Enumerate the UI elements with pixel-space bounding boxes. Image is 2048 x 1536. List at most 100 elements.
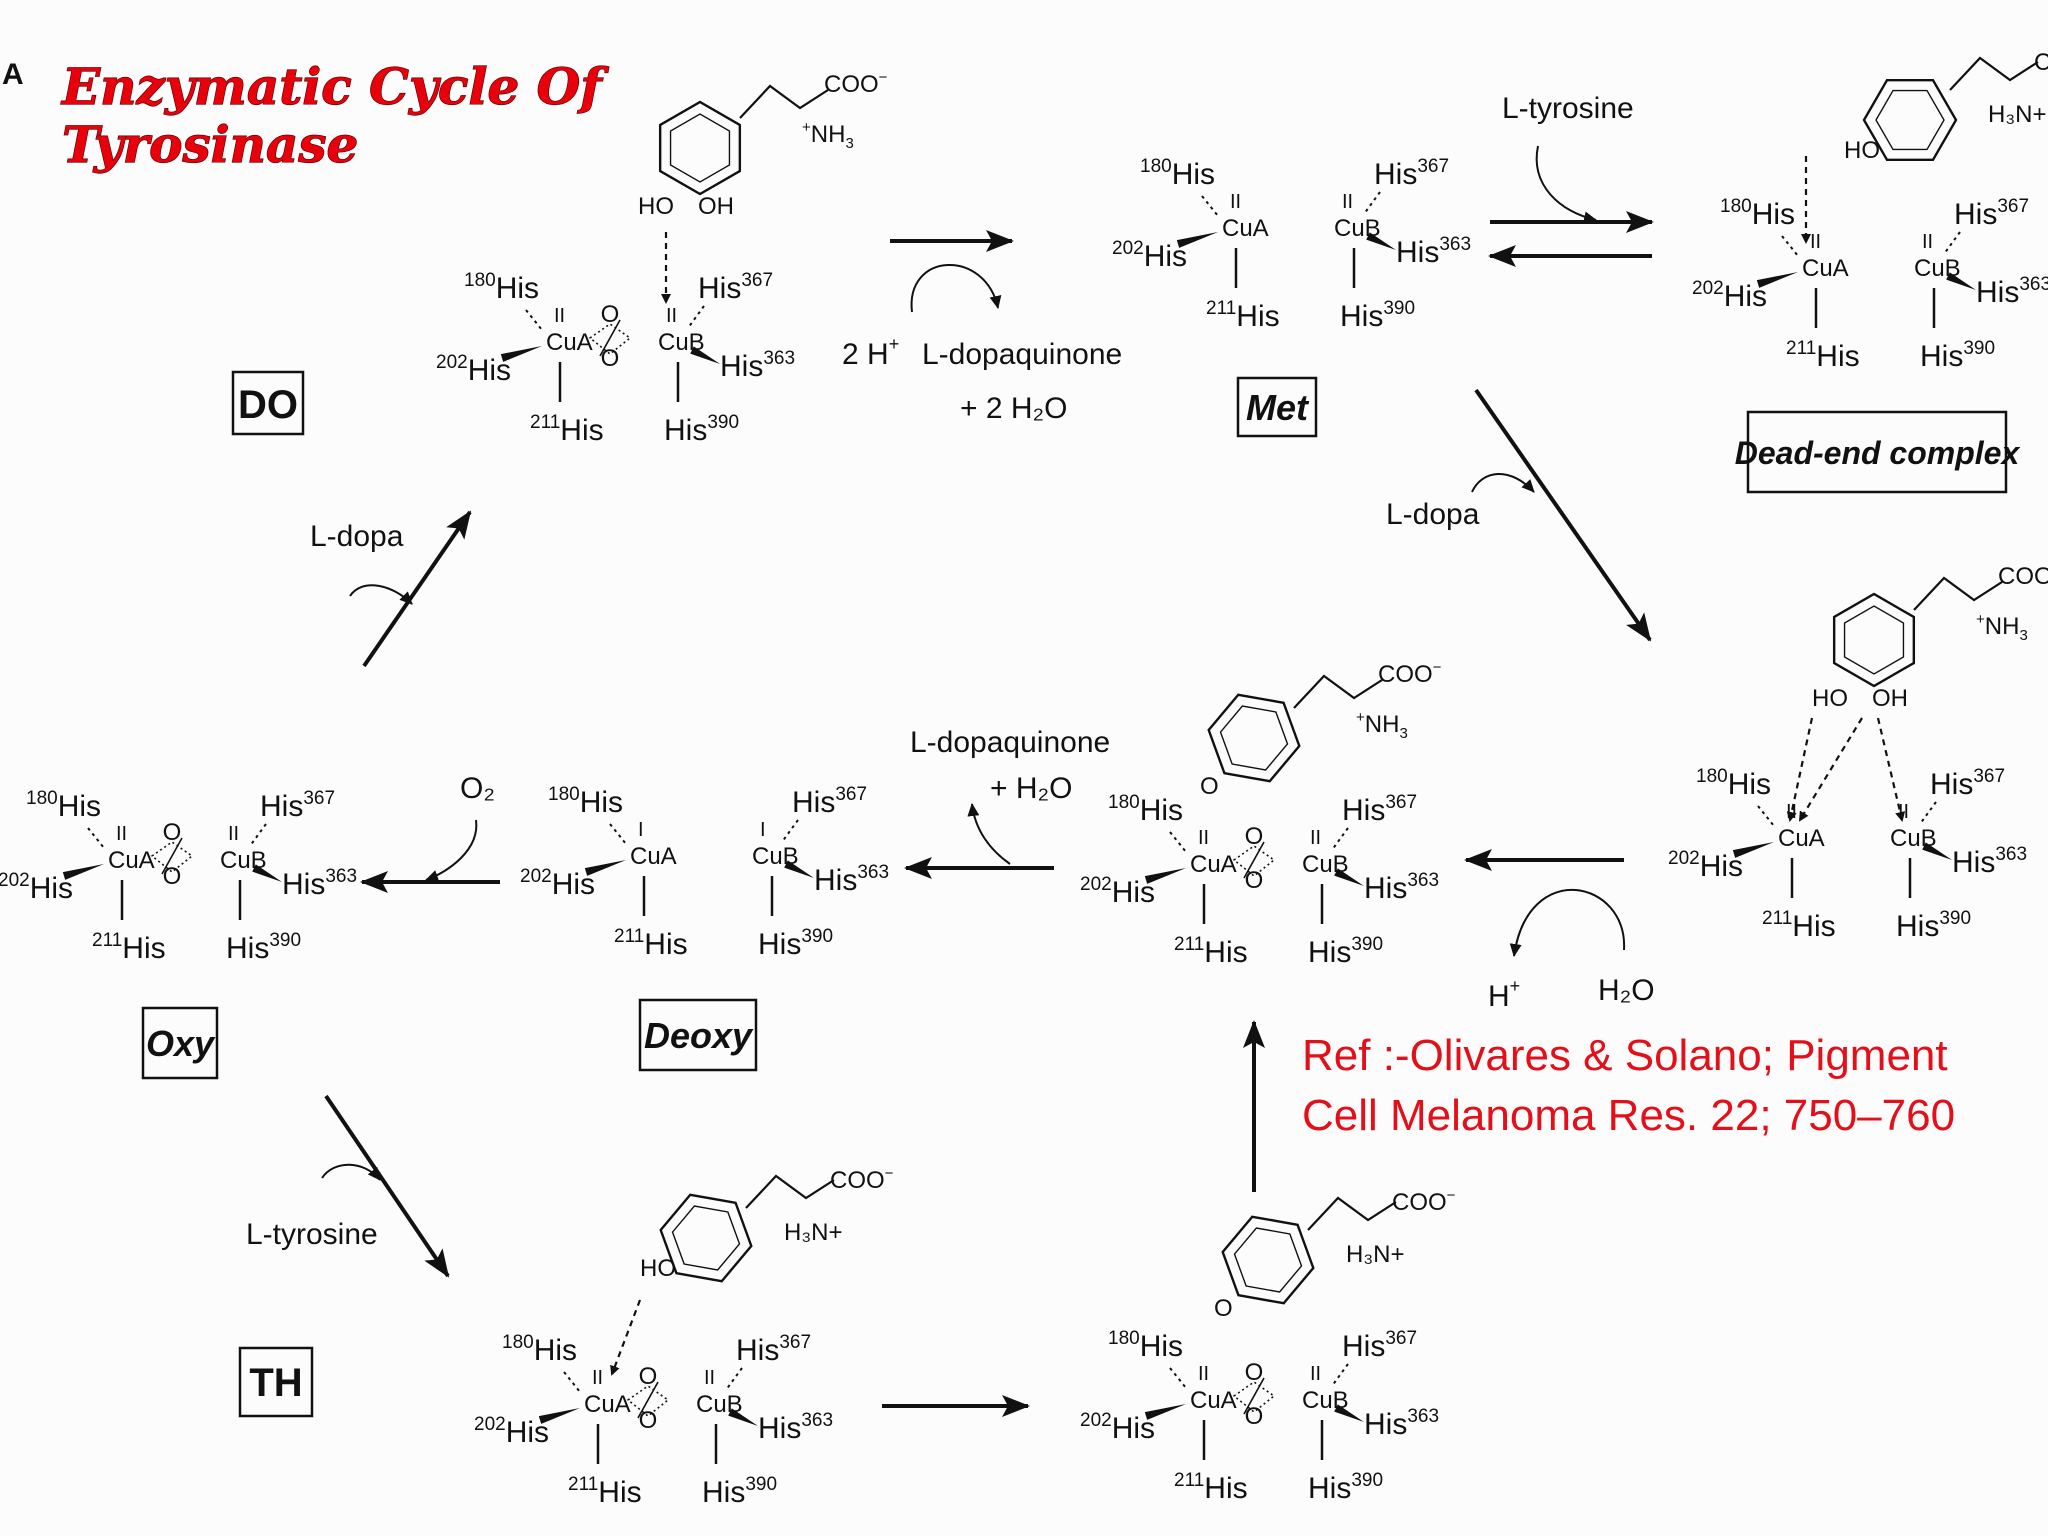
his202-label: 202His	[1112, 238, 1187, 273]
his180-label: 180His	[26, 788, 101, 823]
hydroxyl-2: OH	[1872, 685, 1908, 712]
carboxylate-label: COO−	[1392, 1187, 1456, 1216]
his180-label: 180His	[1140, 156, 1215, 191]
his202-label: 202His	[1080, 1410, 1155, 1445]
state-label-th: TH	[249, 1361, 302, 1405]
carboxylate-label: COO−	[1378, 659, 1442, 688]
cub-oxidation-state: II	[1342, 191, 1353, 213]
his211-label: 211His	[1762, 908, 1836, 943]
cub-oxidation-state: II	[228, 823, 239, 845]
phenolate-oxygen: O	[1214, 1295, 1233, 1322]
cua-label: CuA	[108, 847, 155, 874]
his202-label: 202His	[1692, 278, 1767, 313]
his390-label: His390	[664, 412, 739, 447]
hydroxyl-1: HO	[638, 193, 674, 220]
his202-label: 202His	[474, 1414, 549, 1449]
hydroxyl: HO	[640, 1255, 676, 1282]
his202-label: 202His	[1668, 848, 1743, 883]
substrate-coordination-lines	[610, 156, 1906, 1376]
arrow-oxy-to-do	[362, 510, 472, 668]
reagent-l-dopaquinone: L-dopaquinone	[922, 338, 1122, 371]
his211-label: 211His	[1174, 934, 1248, 969]
carboxylate-label: COO−	[2034, 47, 2048, 76]
reagent-plus-h2o: + H₂O	[990, 772, 1073, 805]
title-line-1: Enzymatic Cycle Of	[60, 57, 609, 116]
reagent-l-dopa-right: L-dopa	[1386, 498, 1480, 531]
cua-oxidation-state: I	[638, 819, 644, 841]
his363-label: His363	[1976, 274, 2048, 309]
carboxylate-label: COO−	[1998, 561, 2048, 590]
his363-label: His363	[1364, 1406, 1439, 1441]
his363-label: His363	[1952, 844, 2027, 879]
his180-label: 180His	[1108, 1328, 1183, 1363]
reference-line-1: Ref :-Olivares & Solano; Pigment	[1302, 1031, 1948, 1080]
cub-oxidation-state: II	[704, 1367, 715, 1389]
his363-label: His363	[814, 862, 889, 897]
his202-label: 202His	[436, 352, 511, 387]
reagent-plus-2h2o: + 2 H₂O	[960, 392, 1068, 425]
state-label-dead-end: Dead-end complex	[1735, 435, 2021, 471]
his363-label: His363	[282, 866, 357, 901]
his390-label: His390	[758, 926, 833, 961]
cua-oxidation-state: II	[1810, 231, 1821, 253]
reagent-l-tyrosine-top: L-tyrosine	[1502, 92, 1634, 125]
cua-label: CuA	[584, 1391, 631, 1418]
his367-label: His367	[698, 270, 773, 305]
his180-label: 180His	[548, 784, 623, 819]
reagent-2h: 2 H+	[842, 334, 899, 371]
his211-label: 211His	[1206, 298, 1280, 333]
cua-label: CuA	[1802, 255, 1849, 282]
reagent-l-tyrosine-left: L-tyrosine	[246, 1218, 378, 1251]
arrow-oxy-to-th	[324, 1094, 450, 1278]
state-label-do: DO	[238, 383, 298, 427]
his211-label: 211His	[530, 412, 604, 447]
his367-label: His367	[260, 788, 335, 823]
his367-label: His367	[1954, 196, 2029, 231]
panel-letter: A	[2, 58, 24, 91]
his180-label: 180His	[1720, 196, 1795, 231]
his367-label: His367	[1930, 766, 2005, 801]
his390-label: His390	[702, 1474, 777, 1509]
state-box-do: DO	[231, 370, 305, 436]
state-label-oxy: Oxy	[146, 1023, 216, 1064]
peroxo-oxygen-top: O	[163, 819, 182, 846]
reagent-arrows	[321, 145, 1626, 1181]
carboxylate-label: COO−	[830, 1165, 894, 1194]
state-label-deoxy: Deoxy	[644, 1015, 754, 1056]
his367-label: His367	[736, 1332, 811, 1367]
his211-label: 211His	[1174, 1470, 1248, 1505]
his363-label: His363	[1396, 234, 1471, 269]
cub-oxidation-state: II	[1922, 231, 1933, 253]
cua-oxidation-state: II	[1198, 827, 1209, 849]
his367-label: His367	[792, 784, 867, 819]
cua-label: CuA	[1222, 215, 1269, 242]
hydroxyl: HO	[1844, 137, 1880, 164]
phenolate-oxygen: O	[1200, 773, 1219, 800]
his367-label: His367	[1342, 792, 1417, 827]
hydroxyl-1: HO	[1812, 685, 1848, 712]
his367-label: His367	[1342, 1328, 1417, 1363]
cua-oxidation-state: II	[554, 305, 565, 327]
curved-arrow-dopaquinone-out-2	[967, 803, 1011, 865]
ammonium-label: +NH3	[1976, 611, 2028, 644]
reagent-labels: 2 H+ L-dopaquinone + 2 H₂O L-tyrosine L-…	[246, 92, 1655, 1251]
his390-label: His390	[1308, 1470, 1383, 1505]
state-box-oxy: Oxy	[141, 1006, 219, 1080]
his202-label: 202His	[520, 866, 595, 901]
reagent-o2: O₂	[460, 772, 495, 805]
ammonium-label: H₃N+	[1988, 101, 2046, 128]
reagent-h-plus: H+	[1488, 976, 1520, 1013]
cua-label: CuA	[1190, 1387, 1237, 1414]
cua-label: CuA	[1778, 825, 1825, 852]
reference-line-2: Cell Melanoma Res. 22; 750–760	[1302, 1091, 1955, 1140]
peroxo-oxygen-top: O	[1245, 1359, 1264, 1386]
peroxo-oxygen-bottom: O	[601, 345, 620, 372]
cua-label: CuA	[546, 329, 593, 356]
arrow-met-to-ldopa-complex	[1474, 388, 1652, 642]
